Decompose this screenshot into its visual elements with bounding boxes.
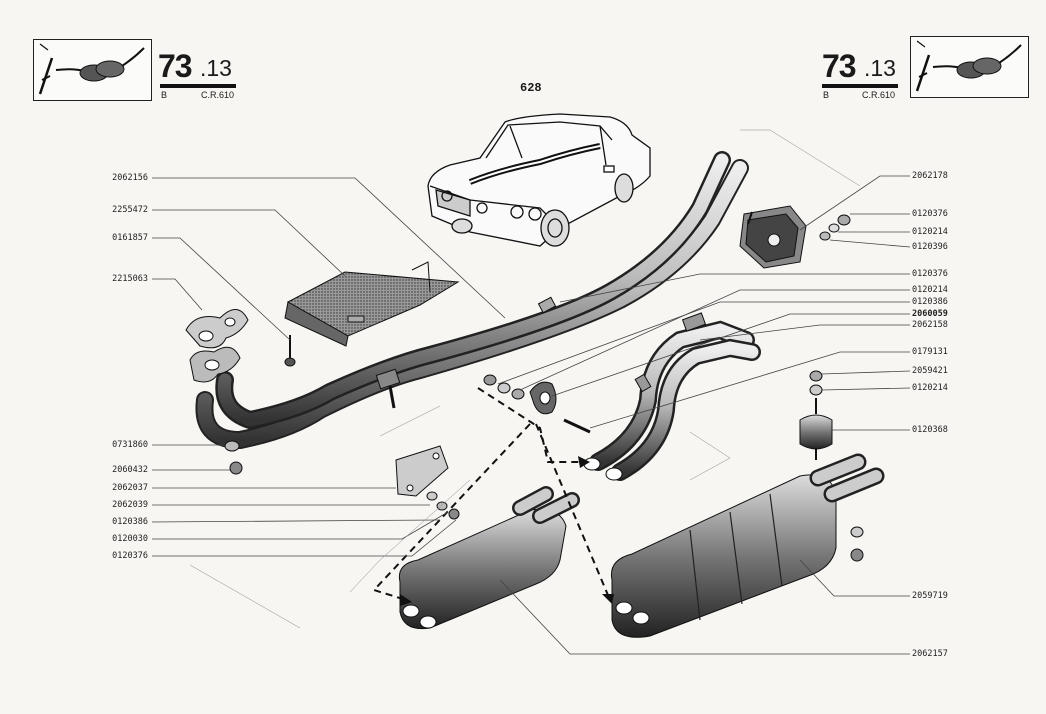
washer-set-upper — [819, 214, 851, 241]
section-subnumber: .13 — [200, 55, 232, 81]
header-rule-right — [822, 84, 898, 88]
header-rule — [160, 84, 236, 88]
part-label: 2255472 — [112, 205, 148, 215]
model-code: C.R.610 — [201, 90, 235, 100]
part-label: 0120030 — [112, 534, 148, 544]
part-label: 2060432 — [112, 465, 148, 475]
heat-shield — [284, 261, 460, 347]
part-label: 0161857 — [112, 233, 148, 243]
part-label: 0120376 — [112, 551, 148, 561]
part-label: 0120376 — [912, 269, 948, 279]
part-label: 0120214 — [912, 383, 948, 393]
assembly-dashed-arrows — [372, 387, 611, 601]
part-label: 0179131 — [912, 347, 948, 357]
part-label: 0120368 — [912, 425, 948, 435]
section-subnumber-right: .13 — [864, 55, 896, 81]
part-label: 2062157 — [912, 649, 948, 659]
part-label: 2062158 — [912, 320, 948, 330]
part-label: 2062039 — [112, 500, 148, 510]
section-number: 73 — [158, 48, 193, 84]
part-label: 2060059 — [912, 309, 948, 319]
exhaust-muffler-thumbnail-icon — [910, 36, 1029, 98]
part-label: 0120396 — [912, 242, 948, 252]
part-label: 2059421 — [912, 366, 948, 376]
rubber-mount — [799, 370, 864, 562]
part-label: 0120376 — [912, 209, 948, 219]
part-label: 0120386 — [912, 297, 948, 307]
part-label: 0120214 — [912, 285, 948, 295]
intermediate-pipe — [583, 312, 761, 481]
part-label: 0120214 — [912, 227, 948, 237]
exhaust-muffler-thumbnail-icon — [33, 39, 152, 101]
rubber-mount-bracket — [739, 205, 807, 269]
part-label: 2059719 — [912, 591, 948, 601]
group-letter-right: B — [823, 90, 830, 100]
page-number: 628 — [520, 81, 542, 95]
front-silencer — [398, 486, 580, 630]
part-label: 2062037 — [112, 483, 148, 493]
washer-set-lower-left — [224, 440, 460, 520]
part-label: 0731860 — [112, 440, 148, 450]
part-label: 2062156 — [112, 173, 148, 183]
arrowheads — [400, 456, 614, 606]
bolt — [284, 335, 296, 367]
part-label: 2062178 — [912, 171, 948, 181]
front-exhaust-pipe — [185, 151, 749, 450]
rear-silencer — [610, 453, 885, 638]
construction-lines — [189, 129, 861, 629]
part-label: 2215063 — [112, 274, 148, 284]
car-silhouette-icon — [427, 113, 651, 247]
pipe-gasket-and-bolt — [483, 374, 591, 434]
part-label: 0120386 — [112, 517, 148, 527]
mounting-bracket — [395, 445, 449, 497]
model-code-right: C.R.610 — [862, 90, 896, 100]
group-letter: B — [161, 90, 168, 100]
section-number-right: 73 — [822, 48, 857, 84]
leader-lines — [151, 175, 911, 655]
